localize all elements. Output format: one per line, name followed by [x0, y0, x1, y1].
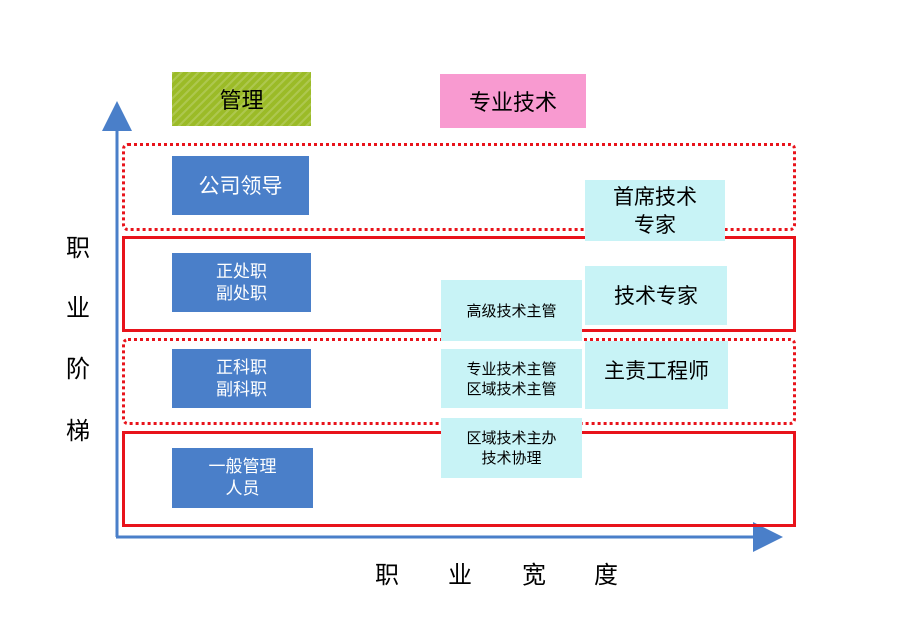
- technical-box-regional-associate: 区域技术主办 技术协理: [441, 418, 582, 478]
- y-axis-label-char: 梯: [66, 416, 90, 445]
- technical-box-line: 区域技术主管: [466, 379, 557, 398]
- y-axis-label-char: 业: [66, 293, 90, 322]
- management-box-line: 公司领导: [198, 173, 283, 198]
- x-axis-label-char: 业: [448, 560, 472, 589]
- management-box-division: 正处职 副处职: [172, 253, 311, 312]
- technical-box-senior-supervisor: 高级技术主管: [441, 280, 582, 341]
- technical-header-label: 专业技术: [468, 91, 557, 116]
- level-band-company-leader: [122, 143, 796, 231]
- technical-box-line: 高级技术主管: [466, 301, 557, 320]
- management-box-line: 副处职: [216, 283, 267, 304]
- management-box-line: 人员: [225, 479, 260, 499]
- technical-box-line: 技术专家: [614, 283, 698, 308]
- technical-header: 专业技术: [440, 74, 586, 128]
- management-box-company-leader: 公司领导: [172, 156, 309, 215]
- y-axis-label-char: 阶: [66, 354, 90, 383]
- management-box-line: 正处职: [216, 261, 267, 282]
- x-axis-label-char: 职: [375, 560, 399, 589]
- y-axis-label-char: 职: [66, 233, 90, 262]
- technical-box-line: 主责工程师: [604, 359, 709, 383]
- management-box-line: 一般管理: [208, 457, 277, 477]
- technical-box-professional-supervisor: 专业技术主管 区域技术主管: [441, 349, 582, 408]
- technical-box-tech-expert: 技术专家: [585, 266, 727, 325]
- management-box-line: 副科职: [216, 379, 267, 400]
- technical-box-line: 技术协理: [481, 449, 542, 467]
- technical-box-chief-expert: 首席技术 专家: [585, 180, 725, 241]
- technical-box-lead-engineer: 主责工程师: [585, 341, 728, 409]
- x-axis-label-char: 宽: [522, 560, 546, 589]
- technical-box-line: 首席技术: [613, 184, 697, 209]
- management-header: 管理: [172, 72, 311, 126]
- x-axis-label-char: 度: [594, 560, 618, 589]
- management-box-general-staff: 一般管理 人员: [172, 448, 313, 508]
- technical-box-line: 区域技术主办: [466, 429, 557, 447]
- technical-box-line: 专业技术主管: [466, 359, 557, 378]
- management-header-label: 管理: [219, 89, 264, 114]
- technical-box-line: 专家: [634, 212, 676, 237]
- management-box-section: 正科职 副科职: [172, 349, 311, 408]
- management-box-line: 正科职: [216, 357, 267, 378]
